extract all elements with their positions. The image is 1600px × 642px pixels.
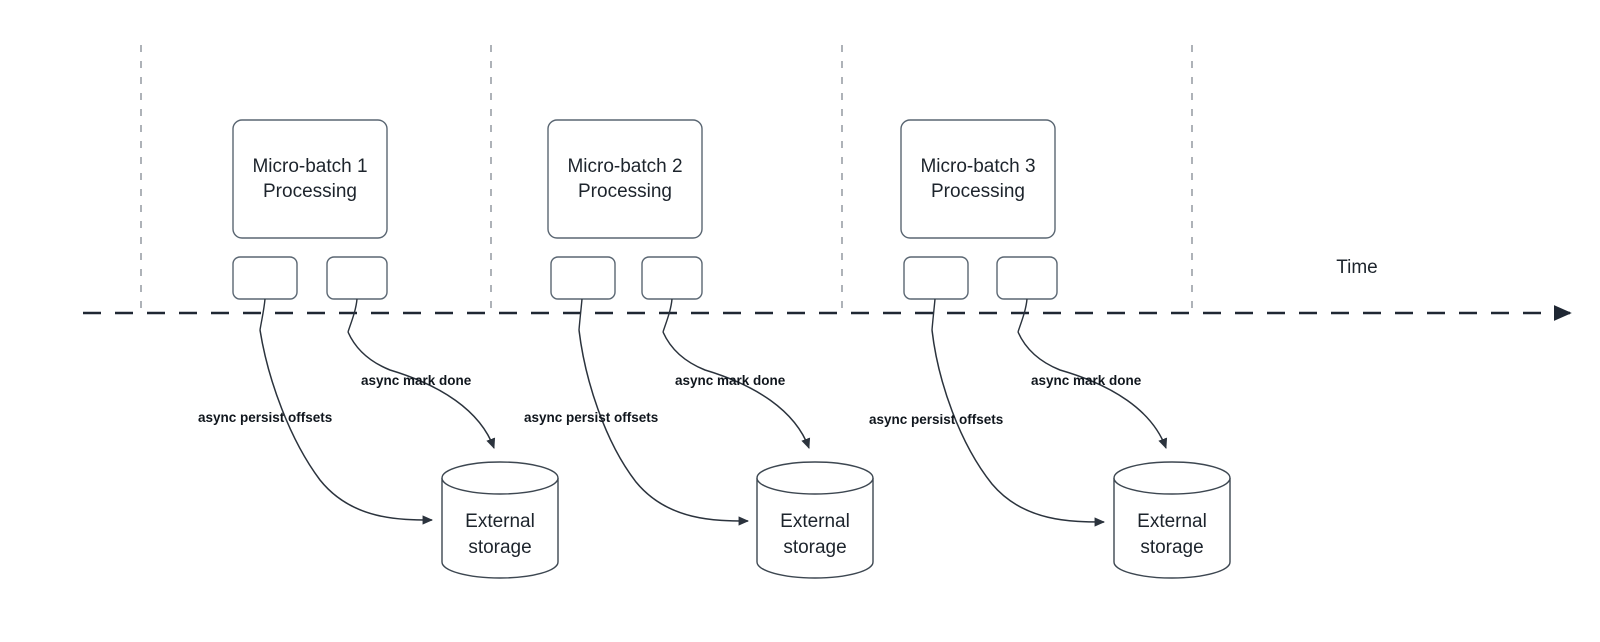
batch-1-mark-done-curve <box>347 331 496 449</box>
batch-1-offsets-task-box[interactable] <box>232 256 298 300</box>
micro-batch-3-label-line2: Processing <box>931 181 1025 202</box>
batch-3-offsets-task-box[interactable] <box>903 256 969 300</box>
time-axis-group: Time <box>83 257 1572 321</box>
batch-2-offsets-stub <box>578 298 583 331</box>
micro-batch-2-label-line1: Micro-batch 2 <box>567 156 682 177</box>
micro-batch-3-box[interactable] <box>900 119 1056 239</box>
batch-3-offsets-stub <box>931 298 936 331</box>
batch-2-mark-done-label: async mark done <box>675 373 786 388</box>
batch-1-external-storage-cylinder[interactable] <box>441 461 559 579</box>
time-axis-label: Time <box>1336 257 1378 278</box>
batch-2-offsets-task-box[interactable] <box>550 256 616 300</box>
batch-3-mark-done-label: async mark done <box>1031 373 1142 388</box>
batch-2-mark-done-stub <box>662 298 673 333</box>
batch-3-external-storage-cylinder[interactable] <box>1113 461 1231 579</box>
micro-batch-1-label-line1: Micro-batch 1 <box>252 156 367 177</box>
batch-2-persist-offsets-label: async persist offsets <box>524 410 658 425</box>
micro-batch-2-label-line2: Processing <box>578 181 672 202</box>
batch-1-persist-offsets-label: async persist offsets <box>198 410 332 425</box>
batch-group-2: Micro-batch 2 Processing async persist o… <box>524 119 874 579</box>
batch-1-offsets-stub <box>259 298 266 331</box>
batch-1-storage-label-line1: External <box>465 511 535 532</box>
batch-2-storage-label-line2: storage <box>783 537 846 558</box>
batch-1-mark-done-task-box[interactable] <box>326 256 388 300</box>
batch-3-storage-label-line2: storage <box>1140 537 1203 558</box>
batch-2-external-storage-cylinder[interactable] <box>756 461 874 579</box>
batch-1-mark-done-stub <box>347 298 358 333</box>
batch-2-mark-done-curve <box>662 331 811 449</box>
batch-2-persist-offsets-curve <box>578 329 750 526</box>
batch-3-persist-offsets-curve <box>931 329 1106 527</box>
batch-3-mark-done-curve <box>1017 331 1168 449</box>
batch-3-storage-label-line1: External <box>1137 511 1207 532</box>
batch-1-storage-label-line2: storage <box>468 537 531 558</box>
micro-batch-2-box[interactable] <box>547 119 703 239</box>
micro-batch-1-box[interactable] <box>232 119 388 239</box>
batch-3-mark-done-stub <box>1017 298 1028 333</box>
batch-2-mark-done-task-box[interactable] <box>641 256 703 300</box>
guide-lines-group <box>140 45 1193 315</box>
batch-group-3: Micro-batch 3 Processing async persist o… <box>869 119 1231 579</box>
batch-1-persist-offsets-curve <box>259 329 434 525</box>
micro-batch-3-label-line1: Micro-batch 3 <box>920 156 1035 177</box>
batch-1-mark-done-label: async mark done <box>361 373 472 388</box>
batch-2-storage-label-line1: External <box>780 511 850 532</box>
batch-3-persist-offsets-label: async persist offsets <box>869 412 1003 427</box>
batch-3-mark-done-task-box[interactable] <box>996 256 1058 300</box>
batch-group-1: Micro-batch 1 Processing async persist o… <box>198 119 559 579</box>
micro-batch-1-label-line2: Processing <box>263 181 357 202</box>
